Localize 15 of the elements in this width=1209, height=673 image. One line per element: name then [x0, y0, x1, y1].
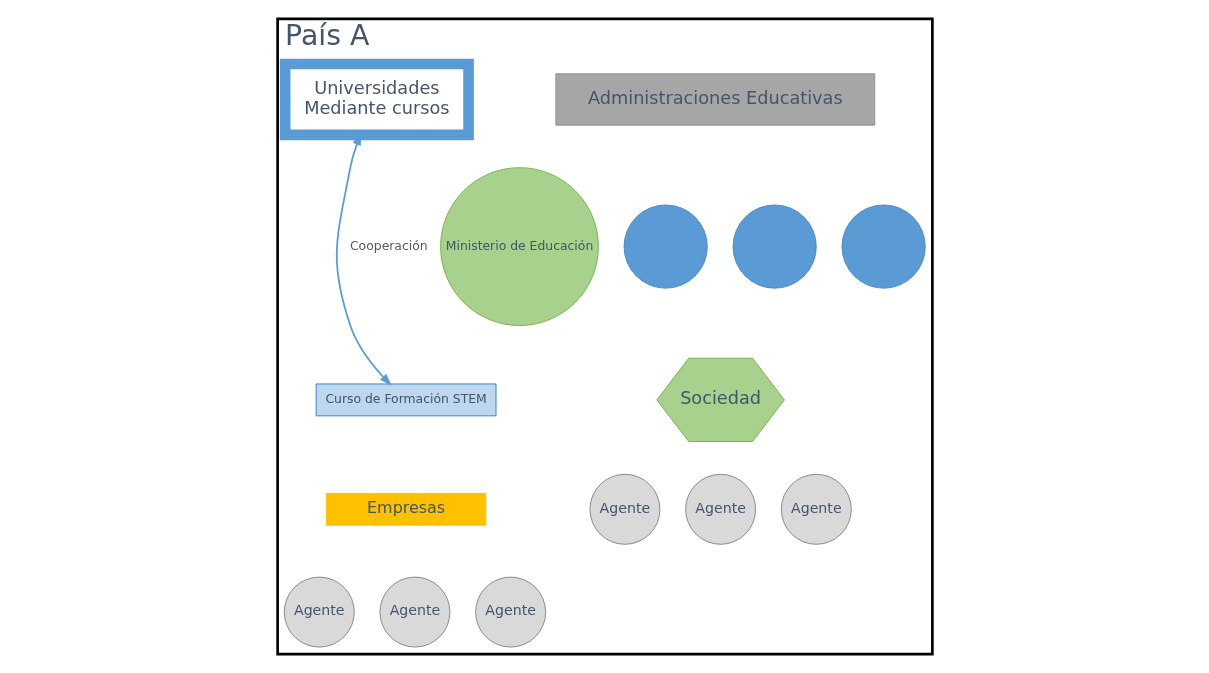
node-box: Universidades Mediante cursos: [279, 58, 474, 141]
node-circle: Agente: [684, 473, 756, 545]
node-circle: Agente: [474, 576, 546, 648]
node-circle: [841, 204, 926, 289]
node-circle: Agente: [379, 576, 450, 648]
edge-label: Cooperación: [349, 237, 428, 253]
node-box: Administraciones Educativas: [554, 73, 875, 126]
node-circle: Ministerio de Educación: [439, 167, 599, 326]
node-circle: Agente: [283, 576, 355, 648]
node-circle: [623, 204, 708, 289]
node-box: Curso de Formación STEM: [315, 383, 496, 417]
node-circle: [732, 204, 817, 289]
node-circle: Agente: [589, 473, 660, 545]
node-circle: Agente: [780, 473, 852, 545]
node-box: Empresas: [325, 492, 486, 526]
